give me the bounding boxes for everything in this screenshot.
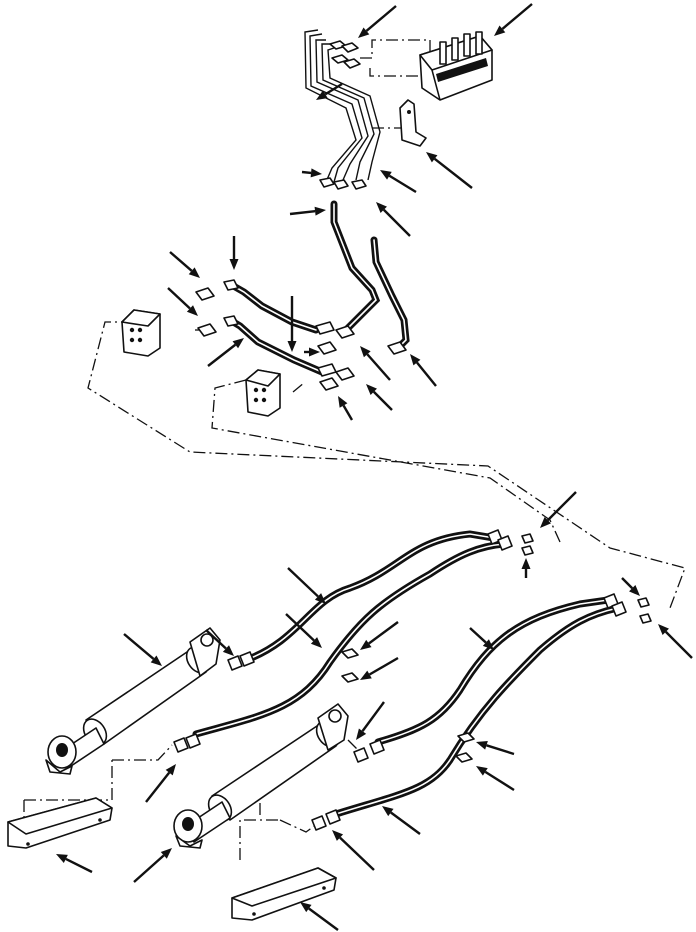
arrow-callout bbox=[426, 152, 473, 189]
arrow-callout bbox=[207, 338, 244, 367]
arrow-callout bbox=[410, 354, 437, 387]
middle-fittings bbox=[195, 279, 407, 391]
leader-lines bbox=[23, 39, 686, 860]
arrow-callout bbox=[300, 902, 339, 931]
arrow-callout bbox=[205, 629, 234, 656]
arrow-callout bbox=[356, 701, 385, 740]
callout-arrows bbox=[56, 3, 693, 931]
control-valve bbox=[419, 31, 493, 101]
arrow-callout bbox=[494, 3, 533, 36]
arrow-callout bbox=[360, 656, 399, 680]
arrow-callout bbox=[540, 491, 577, 528]
arrow-callout bbox=[167, 287, 198, 316]
arrow-callout bbox=[123, 633, 162, 666]
long-hoses bbox=[192, 530, 622, 818]
arrow-callout bbox=[316, 82, 343, 100]
arrow-callout bbox=[382, 806, 421, 835]
arrow-callout bbox=[56, 854, 93, 874]
arrow-callout bbox=[287, 567, 326, 604]
arrow-callout bbox=[360, 346, 391, 381]
mounting-block-right bbox=[245, 369, 281, 417]
hydraulic-cylinder-right bbox=[173, 703, 349, 849]
mounting-block-left bbox=[121, 309, 161, 357]
arrow-callout bbox=[521, 558, 531, 578]
arrow-callout bbox=[285, 613, 322, 648]
arrow-callout bbox=[145, 764, 176, 803]
arrow-callout bbox=[338, 396, 354, 421]
upper-fittings bbox=[319, 40, 367, 190]
cylinder-guard-right bbox=[231, 867, 337, 921]
arrow-callout bbox=[287, 296, 297, 352]
arrow-callout bbox=[358, 5, 397, 38]
arrow-callout bbox=[476, 766, 515, 792]
rigid-tubes bbox=[304, 29, 381, 183]
arrow-callout bbox=[169, 251, 200, 278]
arrow-callout bbox=[366, 384, 393, 411]
cylinder-guard-left bbox=[7, 797, 113, 849]
arrow-callout bbox=[289, 206, 326, 216]
lower-fittings bbox=[173, 529, 652, 831]
arrow-callout bbox=[376, 202, 411, 237]
hydraulic-cylinder-left bbox=[45, 627, 221, 775]
arrow-callout bbox=[304, 347, 320, 357]
arrow-callout bbox=[476, 741, 515, 756]
arrow-callout bbox=[229, 236, 239, 270]
arrow-callout bbox=[360, 621, 399, 650]
arrow-callout bbox=[332, 830, 375, 871]
arrow-callout bbox=[621, 577, 640, 596]
arrow-callout bbox=[133, 848, 172, 883]
arrow-callout bbox=[469, 627, 494, 650]
arrow-callout bbox=[301, 168, 322, 178]
arrow-callout bbox=[380, 170, 417, 194]
arrow-callout bbox=[658, 624, 693, 659]
mounting-bracket-upper bbox=[399, 99, 427, 147]
